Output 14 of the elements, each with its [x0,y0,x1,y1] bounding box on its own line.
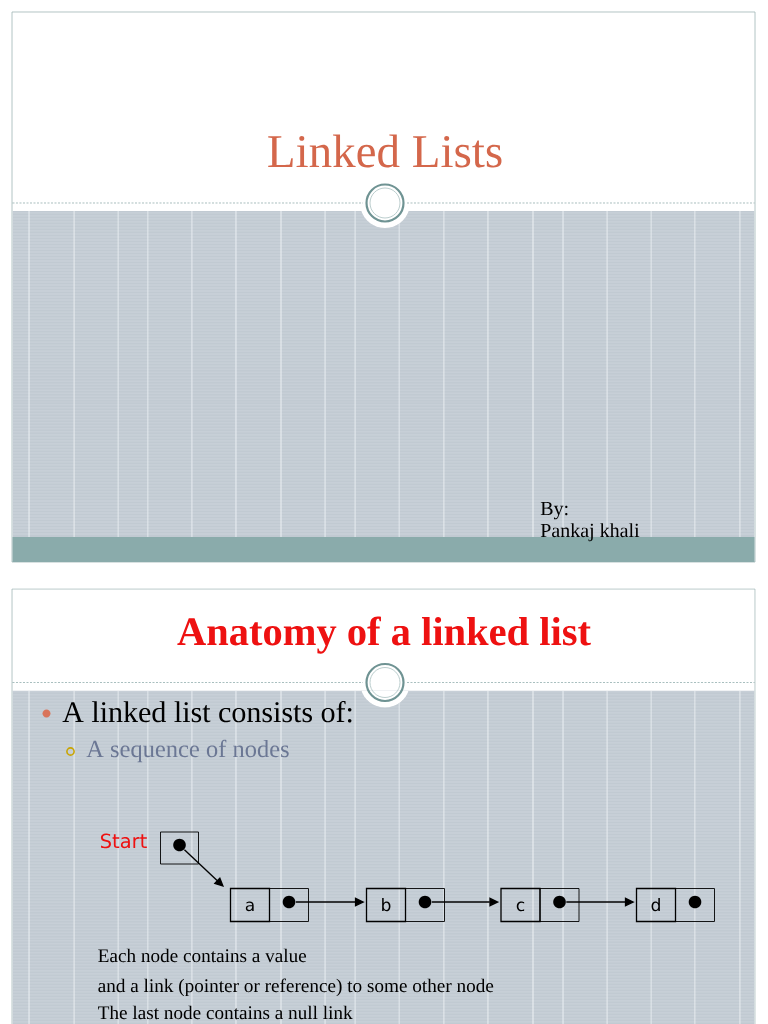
author-name: Pankaj khali [540,523,640,542]
slide-title: Anatomy of a linked list [177,616,591,654]
list-node: c [500,887,580,923]
list-node: d [635,887,715,923]
node-caption: Start [100,833,147,849]
body-text: Each node contains a value [98,948,307,963]
sub-bullet-text: A sequence of nodes [86,739,289,763]
slide-title: Linked Lists [268,134,502,168]
bullet-text: A linked list consists of: [62,700,352,723]
list-node: b [365,887,445,923]
byline-text: By: [540,501,568,520]
list-node: a [229,887,309,923]
body-text: The last node contains a null link [98,1005,353,1020]
body-text: and a link (pointer or reference) to some other node [98,978,494,997]
